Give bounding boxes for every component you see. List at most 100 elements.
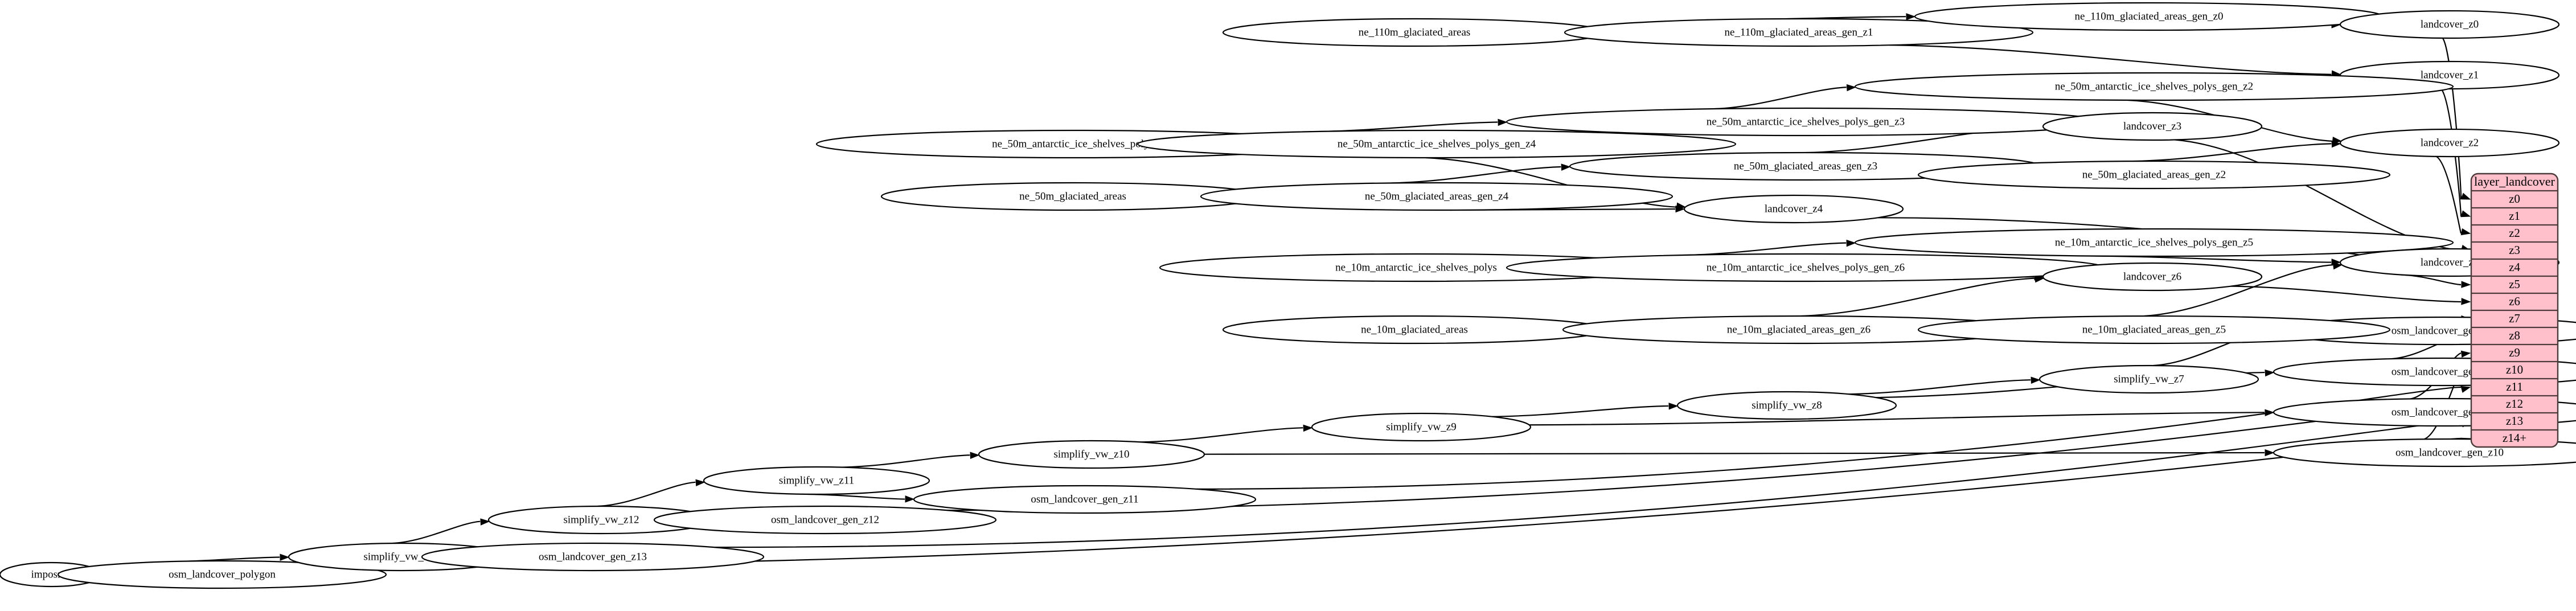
- node-osm_landcover_gen_z13[interactable]: osm_landcover_gen_z13: [421, 542, 765, 572]
- node-osm_landcover_gen_z11[interactable]: osm_landcover_gen_z11: [913, 485, 1257, 514]
- table-row-z12[interactable]: z12: [2506, 397, 2523, 411]
- node-ellipse[interactable]: [1137, 129, 1737, 159]
- node-simplify_vw_z7[interactable]: simplify_vw_z7: [2038, 364, 2259, 394]
- edge-arrowhead: [280, 553, 290, 561]
- node-ellipse[interactable]: [2042, 112, 2263, 141]
- node-ellipse[interactable]: [1854, 228, 2454, 257]
- node-simplify_vw_z9[interactable]: simplify_vw_z9: [1311, 412, 1532, 442]
- table-row-z11[interactable]: z11: [2506, 380, 2523, 393]
- node-label: landcover_z4: [1765, 203, 1823, 215]
- node-ellipse[interactable]: [703, 466, 930, 495]
- node-osm_landcover_gen_z12[interactable]: osm_landcover_gen_z12: [653, 505, 997, 535]
- table-row-z1[interactable]: z1: [2509, 209, 2520, 223]
- edge-landcover_z2-to-layer_landcover-z2: [2435, 155, 2471, 236]
- node-ne_110m_glaciated_areas[interactable]: ne_110m_glaciated_areas: [1222, 18, 1607, 47]
- table-layer: layer_landcover z0 z1 z2 z3 z4 z5 z6 z7 z8 z9 z10 z1…: [2470, 173, 2559, 448]
- node-ne_50m_antarctic_ice_shelves_polys_gen_z3[interactable]: ne_50m_antarctic_ice_shelves_polys_gen_z…: [1506, 107, 2106, 137]
- node-ne_50m_glaciated_areas_gen_z2[interactable]: ne_50m_glaciated_areas_gen_z2: [1917, 160, 2391, 190]
- node-ne_10m_antarctic_ice_shelves_polys_gen_z6[interactable]: ne_10m_antarctic_ice_shelves_polys_gen_z…: [1506, 253, 2106, 282]
- edge-arrowhead: [2461, 281, 2471, 288]
- edge-path: [392, 520, 481, 544]
- node-ne_50m_glaciated_areas_gen_z4[interactable]: ne_50m_glaciated_areas_gen_z4: [1200, 182, 1673, 211]
- edge-landcover_z6-to-layer_landcover-z6: [2231, 285, 2471, 305]
- node-landcover_z6[interactable]: landcover_z6: [2042, 262, 2263, 292]
- node-landcover_z3[interactable]: landcover_z3: [2042, 112, 2263, 141]
- node-ellipse[interactable]: [421, 542, 765, 572]
- node-ellipse[interactable]: [978, 440, 1205, 469]
- edge-arrowhead: [2031, 376, 2041, 384]
- node-label: landcover_z1: [2421, 69, 2479, 81]
- table-row-z13[interactable]: z13: [2506, 414, 2523, 428]
- edge-arrowhead: [2265, 449, 2275, 457]
- edge-ne_50m_glaciated_areas_gen_z4-to-ne_50m_glaciated_areas_gen_z3: [1391, 163, 1571, 184]
- table-row-z10[interactable]: z10: [2506, 363, 2523, 376]
- node-label: ne_50m_glaciated_areas: [1019, 190, 1126, 202]
- node-simplify_vw_z10[interactable]: simplify_vw_z10: [978, 440, 1205, 469]
- node-ellipse[interactable]: [1311, 412, 1532, 442]
- node-ellipse[interactable]: [57, 560, 387, 589]
- edge-path: [1889, 44, 2332, 75]
- node-ne_50m_glaciated_areas[interactable]: ne_50m_glaciated_areas: [880, 182, 1265, 211]
- edge-ne_110m_glaciated_areas_gen_z1-to-landcover_z1: [1889, 44, 2341, 77]
- node-label: ne_50m_antarctic_ice_shelves_polys: [992, 138, 1154, 150]
- edge-path: [2132, 143, 2332, 162]
- table-row-z5[interactable]: z5: [2509, 277, 2520, 291]
- node-ellipse[interactable]: [2339, 10, 2560, 39]
- node-ellipse[interactable]: [1917, 160, 2391, 190]
- edge-arrowhead: [1303, 424, 1313, 432]
- node-label: ne_50m_glaciated_areas_gen_z4: [1365, 190, 1509, 202]
- table-row-z8[interactable]: z8: [2509, 329, 2520, 342]
- node-ellipse[interactable]: [1676, 391, 1897, 420]
- node-label: simplify_vw_z9: [1386, 421, 1457, 433]
- edge-path: [2144, 264, 2333, 317]
- node-osm_landcover_polygon[interactable]: osm_landcover_polygon: [57, 560, 387, 589]
- table-row-z2[interactable]: z2: [2509, 226, 2520, 240]
- table-row-z6[interactable]: z6: [2509, 294, 2520, 308]
- node-ne_110m_glaciated_areas_gen_z1[interactable]: ne_110m_glaciated_areas_gen_z1: [1564, 18, 2034, 47]
- edge-ne_10m_glaciated_areas_gen_z5-to-landcover_z5: [2144, 263, 2343, 317]
- node-ellipse[interactable]: [2042, 262, 2263, 292]
- edge-arrowhead: [1906, 13, 1916, 20]
- node-label: ne_10m_glaciated_areas_gen_z5: [2082, 323, 2226, 335]
- node-ellipse[interactable]: [2339, 128, 2560, 158]
- node-ellipse[interactable]: [653, 505, 997, 535]
- node-ne_50m_antarctic_ice_shelves_polys_gen_z4[interactable]: ne_50m_antarctic_ice_shelves_polys_gen_z…: [1137, 129, 1737, 159]
- table-row-z9[interactable]: z9: [2509, 346, 2520, 359]
- table-title: layer_landcover: [2474, 174, 2555, 188]
- node-simplify_vw_z8[interactable]: simplify_vw_z8: [1676, 391, 1897, 420]
- edge-arrowhead: [695, 479, 705, 486]
- node-ne_10m_glaciated_areas[interactable]: ne_10m_glaciated_areas: [1222, 315, 1607, 345]
- edge-simplify_vw_z10-to-simplify_vw_z9: [1140, 424, 1313, 443]
- node-label: landcover_z2: [2421, 137, 2479, 149]
- table-row-z4[interactable]: z4: [2509, 260, 2520, 274]
- table-row-z3[interactable]: z3: [2509, 243, 2520, 257]
- node-label: ne_10m_antarctic_ice_shelves_polys_gen_z…: [2055, 236, 2253, 248]
- node-ne_10m_antarctic_ice_shelves_polys_gen_z5[interactable]: ne_10m_antarctic_ice_shelves_polys_gen_z…: [1854, 228, 2454, 257]
- node-label: ne_50m_glaciated_areas_gen_z3: [1734, 160, 1877, 172]
- node-ne_110m_glaciated_areas_gen_z0[interactable]: ne_110m_glaciated_areas_gen_z0: [1914, 2, 2384, 31]
- node-ellipse[interactable]: [1917, 315, 2391, 345]
- node-simplify_vw_z12[interactable]: simplify_vw_z12: [487, 505, 715, 535]
- node-ellipse[interactable]: [913, 485, 1257, 514]
- node-ellipse[interactable]: [1200, 182, 1673, 211]
- node-ellipse[interactable]: [1854, 72, 2454, 101]
- node-ne_10m_glaciated_areas_gen_z5[interactable]: ne_10m_glaciated_areas_gen_z5: [1917, 315, 2391, 345]
- node-ne_50m_antarctic_ice_shelves_polys_gen_z2[interactable]: ne_50m_antarctic_ice_shelves_polys_gen_z…: [1854, 72, 2454, 101]
- node-simplify_vw_z11[interactable]: simplify_vw_z11: [703, 466, 930, 495]
- node-landcover_z2[interactable]: landcover_z2: [2339, 128, 2560, 158]
- edge-path: [2231, 285, 2462, 303]
- edge-arrowhead: [2461, 298, 2471, 305]
- table-row-z14+[interactable]: z14+: [2503, 431, 2526, 445]
- node-label: ne_10m_antarctic_ice_shelves_polys_gen_z…: [1707, 261, 1905, 273]
- table-row-z7[interactable]: z7: [2509, 311, 2520, 325]
- edge-arrowhead: [480, 518, 490, 526]
- node-landcover_z4[interactable]: landcover_z4: [1683, 194, 1904, 224]
- node-ellipse[interactable]: [1683, 194, 1904, 224]
- edge-path: [1800, 277, 2035, 317]
- node-ellipse[interactable]: [2038, 364, 2259, 394]
- node-ellipse[interactable]: [1564, 18, 2034, 47]
- node-label: landcover_z0: [2421, 18, 2479, 30]
- table-row-z0[interactable]: z0: [2509, 192, 2520, 206]
- node-landcover_z0[interactable]: landcover_z0: [2339, 10, 2560, 39]
